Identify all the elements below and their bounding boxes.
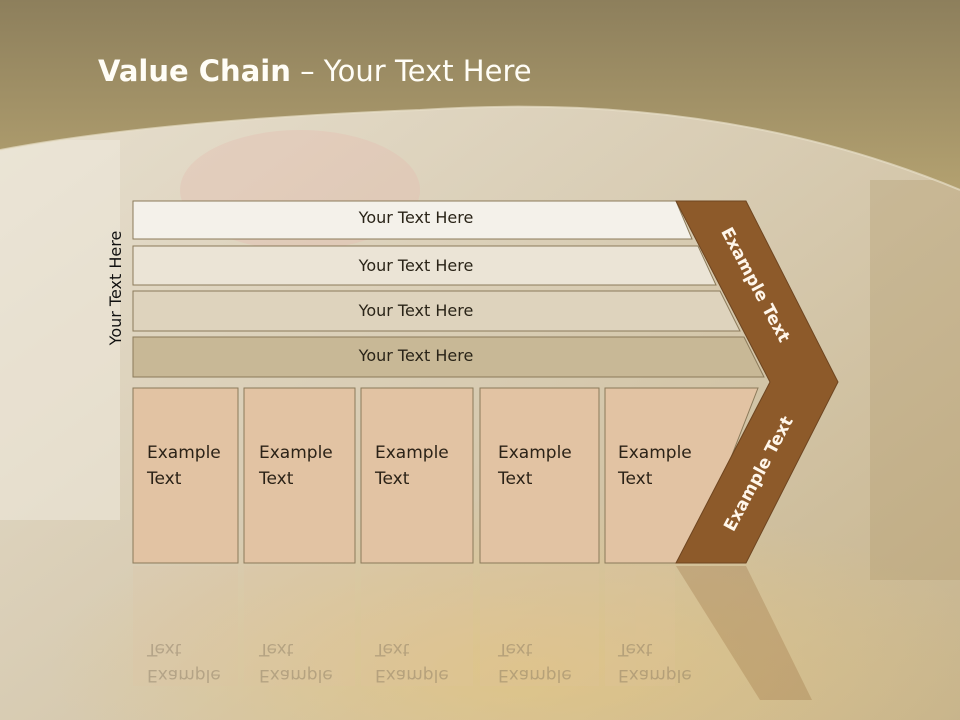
margin-arrow [675,200,839,564]
band-3 [132,290,741,332]
band-1-label: Your Text Here [358,208,474,227]
band-4-label: Your Text Here [358,346,474,365]
activity-box-1 [132,387,239,564]
band-2-label: Your Text Here [358,256,474,275]
activity-box-3 [360,387,474,564]
band-4 [132,336,765,378]
activity-box-2 [243,387,356,564]
band-3-label: Your Text Here [358,301,474,320]
slide-title: Value Chain – Your Text Here [98,54,532,88]
band-1 [132,200,693,240]
activity-box-4 [479,387,600,564]
band-2 [132,245,717,286]
